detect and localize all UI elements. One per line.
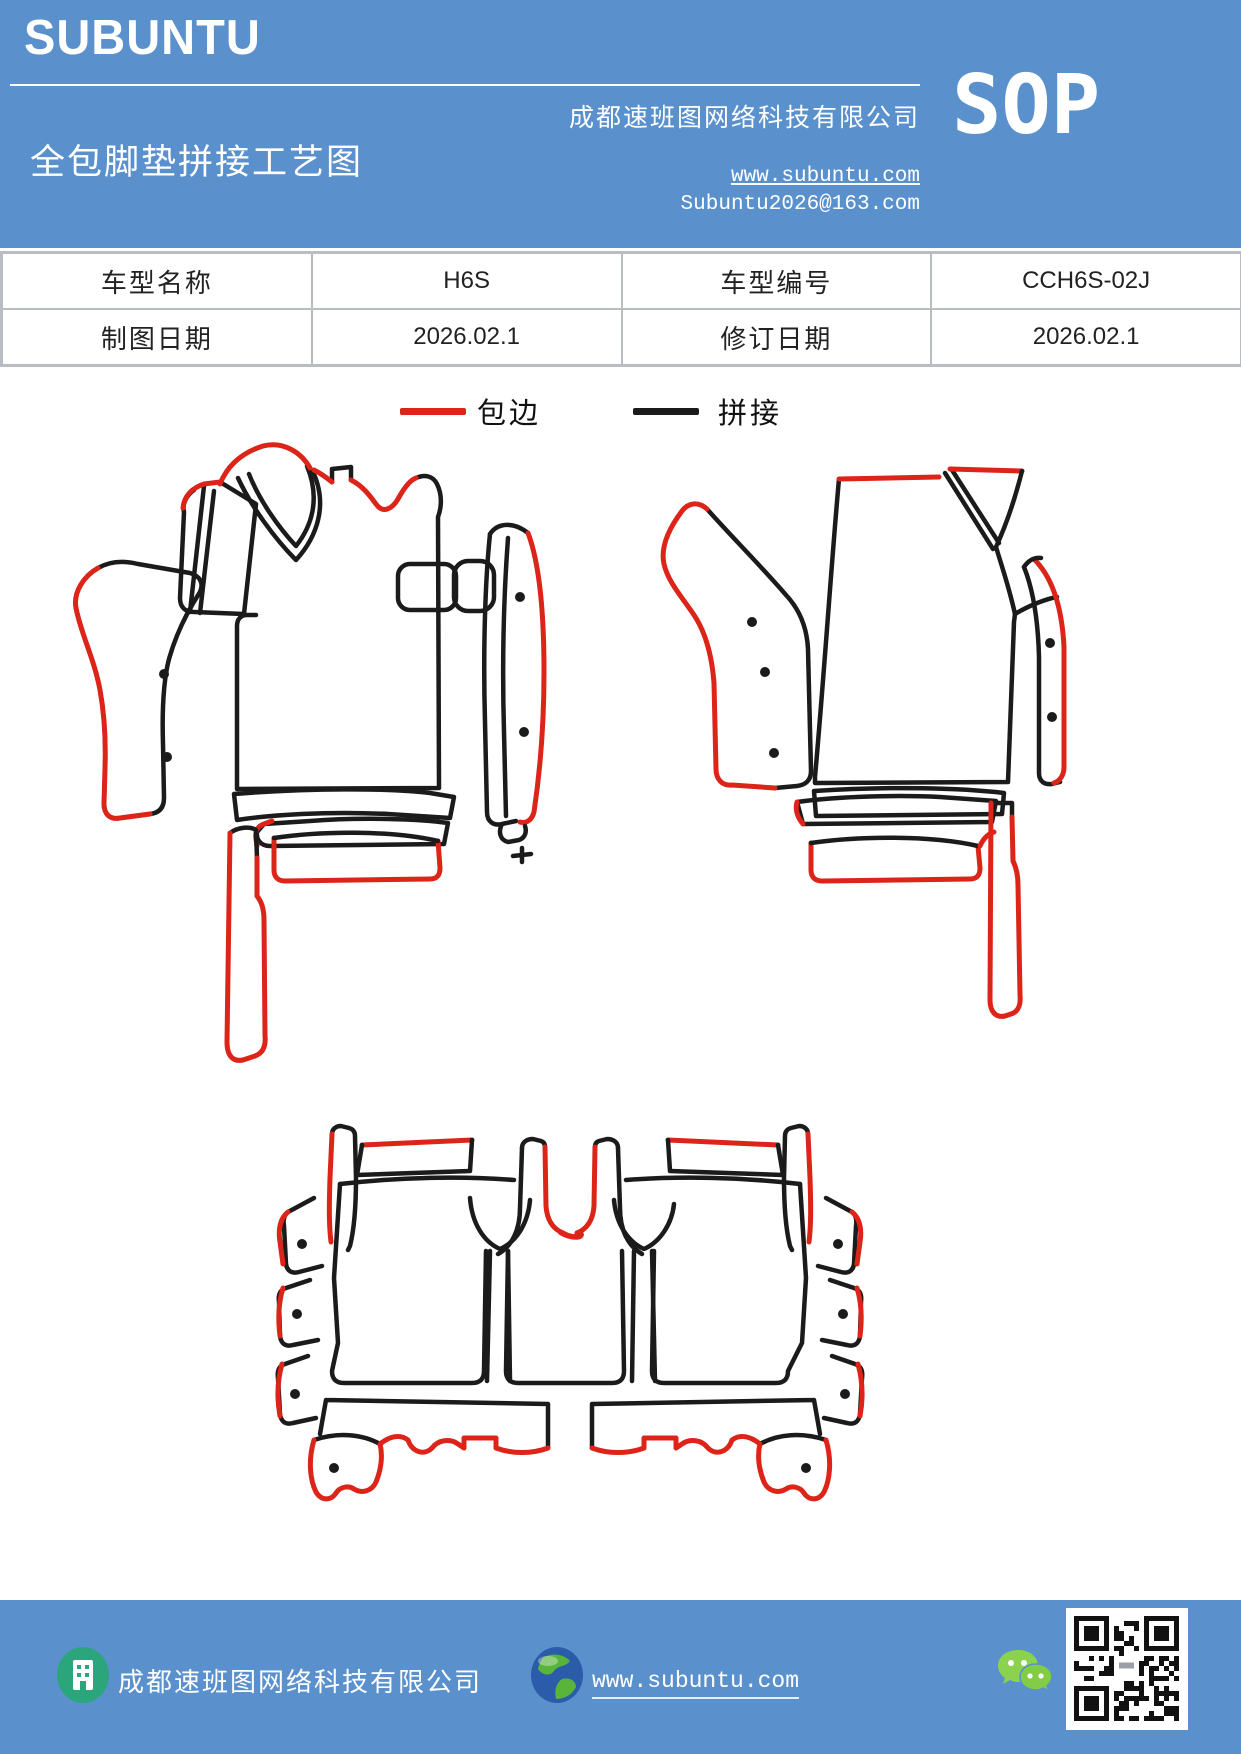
right-console-strip	[481, 522, 547, 865]
binding-edge-swatch	[400, 408, 466, 415]
left-foot-piece	[307, 1432, 384, 1502]
splice-swatch	[633, 408, 699, 415]
globe-icon	[531, 1647, 583, 1703]
heel-pad-strips	[231, 787, 457, 884]
table-cell: CCH6S-02J	[931, 253, 1241, 309]
right-console-strip	[1021, 555, 1067, 787]
page-title: 全包脚垫拼接工艺图	[30, 143, 364, 182]
table-cell: 修订日期	[621, 309, 932, 365]
left-door-strip	[73, 559, 204, 821]
doc-type-label: SOP	[952, 58, 1101, 153]
legend: 包边 拼接	[0, 388, 1241, 430]
splice-panel	[177, 479, 259, 617]
front-left-mat-diagram	[73, 442, 547, 1063]
side-sill-long-strip	[987, 800, 1023, 1019]
legend-label-binding: 包边	[477, 398, 542, 430]
seat-back-tabs	[326, 1123, 814, 1257]
table-cell: 2026.02.1	[311, 309, 622, 365]
table-cell: H6S	[311, 253, 622, 309]
header-banner: SUBUNTU 成都速班图网络科技有限公司 全包脚垫拼接工艺图 SOP www.…	[0, 0, 1241, 248]
header-website-link[interactable]: www.subuntu.com	[730, 165, 920, 188]
right-foot-piece	[756, 1432, 833, 1502]
rear-row-mat-diagram	[275, 1123, 865, 1502]
building-icon	[57, 1647, 109, 1703]
footer-website-link[interactable]: www.subuntu.com	[592, 1668, 800, 1699]
legend-label-splice: 拼接	[718, 398, 783, 430]
v-splice-piece	[217, 442, 323, 563]
table-cell: 车型名称	[2, 253, 312, 309]
heel-pad-strips	[793, 785, 1007, 884]
brand-logo-text: SUBUNTU	[24, 9, 261, 65]
table-cell: 车型编号	[621, 253, 932, 309]
front-right-mat-diagram	[660, 466, 1067, 1019]
orientation-mark	[510, 845, 534, 865]
table-cell: 制图日期	[2, 309, 312, 365]
wechat-icon	[998, 1650, 1053, 1693]
header-email: Subuntu2026@163.com	[680, 193, 920, 216]
left-door-strip	[660, 501, 814, 791]
vehicle-info-table: 车型名称 H6S 车型编号 CCH6S-02J 制图日期 2026.02.1 修…	[0, 251, 1241, 367]
main-mat-body	[234, 464, 497, 792]
right-side-panels	[815, 1195, 865, 1426]
table-cell: 2026.02.1	[931, 309, 1241, 365]
header-divider	[10, 84, 920, 86]
side-sill-long-strip	[224, 825, 268, 1063]
rear-bottom-strips	[317, 1397, 823, 1455]
header-company-name: 成都速班图网络科技有限公司	[568, 105, 920, 132]
main-mat-body	[812, 466, 1060, 786]
left-side-panels	[275, 1195, 325, 1426]
main-rear-mat	[329, 1175, 809, 1386]
footer-company-name: 成都速班图网络科技有限公司	[118, 1668, 483, 1697]
qr-code	[1066, 1608, 1188, 1730]
